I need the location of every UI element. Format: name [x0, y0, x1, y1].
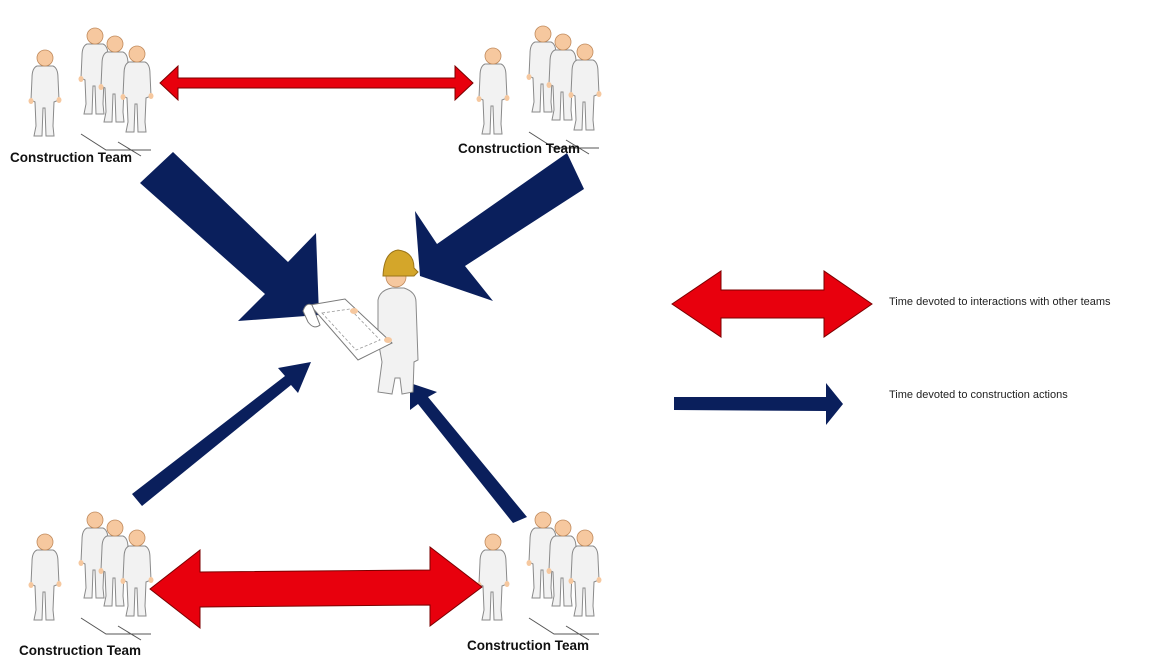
construction-arrow-bottom-left: [132, 362, 311, 506]
construction-arrow-top-right: [415, 153, 584, 301]
people-group-icon: [29, 512, 154, 640]
interaction-arrow-top: [159, 64, 474, 102]
team-bottom-right: Construction Team: [467, 512, 602, 653]
construction-arrow-top-left: [140, 152, 319, 321]
construction-arrow-bottom-right: [410, 383, 527, 523]
team-top-left: Construction Team: [10, 28, 154, 165]
legend-label-construction: Time devoted to construction actions: [889, 389, 1068, 401]
team-label: Construction Team: [19, 643, 141, 658]
team-bottom-left: Construction Team: [19, 512, 154, 658]
interaction-arrow-bottom: [149, 545, 483, 630]
legend-item-interactions: Time devoted to interactions with other …: [671, 270, 1111, 338]
team-label: Construction Team: [10, 150, 132, 165]
legend: Time devoted to interactions with other …: [671, 270, 1111, 425]
legend-item-construction: Time devoted to construction actions: [674, 383, 1068, 425]
team-label: Construction Team: [467, 638, 589, 653]
people-group-icon: [29, 28, 154, 156]
legend-navy-arrow: [674, 383, 843, 425]
team-top-right: Construction Team: [458, 26, 602, 156]
people-group-icon: [477, 26, 602, 154]
people-group-icon: [477, 512, 602, 640]
legend-label-interactions: Time devoted to interactions with other …: [889, 296, 1111, 308]
engineer-with-blueprint-icon: [302, 249, 419, 395]
team-label: Construction Team: [458, 141, 580, 156]
legend-red-double-arrow: [671, 270, 873, 338]
